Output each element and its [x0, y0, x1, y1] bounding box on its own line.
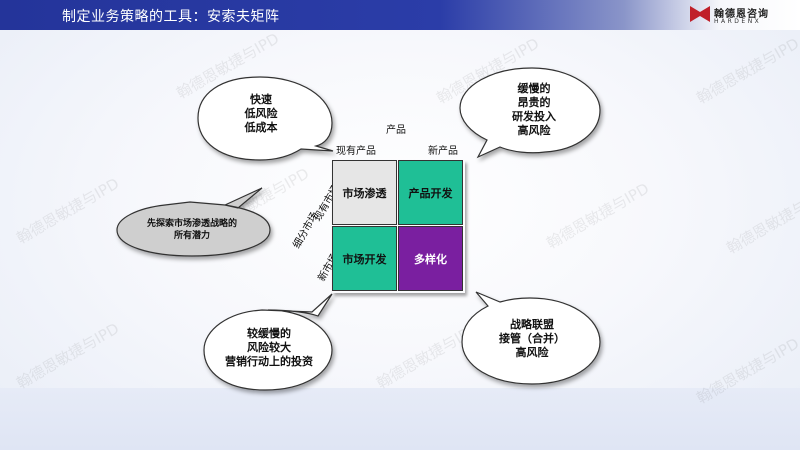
bubble-line: 低成本 — [244, 121, 278, 134]
bubble-line: 战略联盟 — [510, 318, 554, 331]
bubble-line: 研发投入 — [512, 110, 556, 123]
bubble-line: 风险较大 — [247, 341, 291, 354]
header-bar: 制定业务策略的工具：安索夫矩阵 翰德恩咨询 HARDENX — [0, 0, 800, 30]
bubble-line: 低风险 — [244, 107, 278, 120]
bubble-line: 缓慢的 — [517, 82, 551, 95]
bubble-line: 接管（合并） — [499, 332, 565, 345]
bubble-line: 快速 — [250, 93, 272, 106]
page-title: 制定业务策略的工具：安索夫矩阵 — [62, 9, 280, 25]
logo-name-cn: 翰德恩咨询 — [714, 9, 769, 20]
bubble-mid-left-text: 先探索市场渗透战略的 所有潜力 — [128, 218, 256, 242]
bubble-bottom-right-text: 战略联盟 接管（合并） 高风险 — [490, 318, 574, 360]
bubble-bottom-left-text: 较缓慢的 风险较大 营销行动上的投资 — [214, 327, 324, 369]
bubble-line: 高风险 — [517, 124, 551, 137]
bubble-line: 所有潜力 — [173, 231, 210, 241]
cell-market-penetration: 市场渗透 — [332, 160, 397, 225]
bubble-line: 高风险 — [515, 346, 549, 359]
bubble-bottom-right — [461, 291, 601, 385]
bubble-line: 较缓慢的 — [247, 327, 291, 340]
new-product-label: 新产品 — [428, 146, 458, 157]
cell-diversification: 多样化 — [398, 226, 463, 291]
ansoff-matrix: 市场渗透 产品开发 市场开发 多样化 — [332, 160, 465, 293]
bubble-bottom-left — [203, 293, 333, 391]
logo-icon — [690, 6, 710, 22]
cell-market-development: 市场开发 — [332, 226, 397, 291]
existing-product-label: 现有产品 — [336, 146, 376, 157]
bubble-line: 昂贵的 — [517, 96, 551, 109]
logo-name-en: HARDENX — [714, 18, 762, 25]
bubble-line: 先探索市场渗透战略的 — [146, 219, 237, 229]
cell-product-development: 产品开发 — [398, 160, 463, 225]
bubble-line: 营销行动上的投资 — [225, 355, 313, 368]
bubble-top-left-text: 快速 低风险 低成本 — [228, 93, 294, 135]
bubble-top-right — [459, 67, 601, 159]
bubble-mid-left — [116, 187, 271, 257]
product-axis-title: 产品 — [386, 125, 406, 136]
bubble-top-left — [197, 76, 334, 161]
logo: 翰德恩咨询 HARDENX — [690, 4, 790, 28]
bottom-band — [0, 388, 800, 450]
bubble-top-right-text: 缓慢的 昂贵的 研发投入 高风险 — [496, 82, 572, 138]
